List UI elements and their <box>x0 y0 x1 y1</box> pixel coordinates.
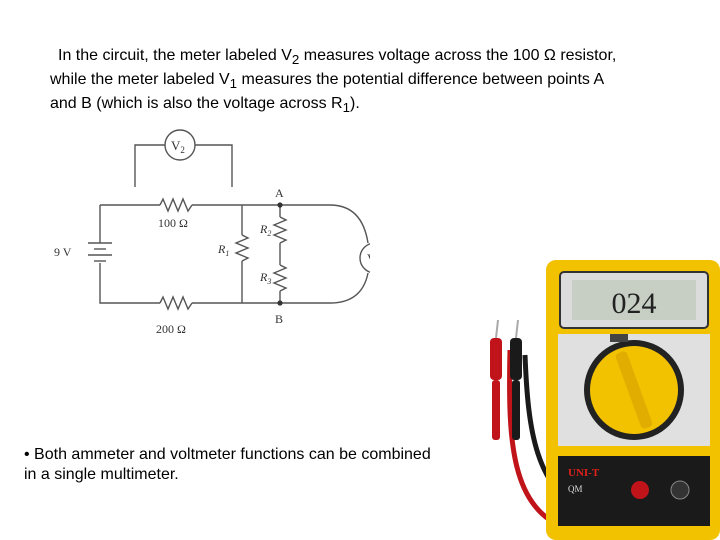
power-switch[interactable] <box>610 334 628 342</box>
bullet-multimeter: • Both ammeter and voltmeter functions c… <box>24 445 494 485</box>
intro-text: and B (which is also the voltage across … <box>50 95 343 113</box>
label-r1: R <box>217 242 226 256</box>
intro-line-3: and B (which is also the voltage across … <box>50 94 690 118</box>
knob-pointer <box>615 351 653 429</box>
label-a: A <box>275 186 284 200</box>
lcd-reading: 024 <box>612 287 657 320</box>
intro-text: measures voltage across the 100 Ω resist… <box>299 47 617 64</box>
bullet-icon: • <box>24 446 30 463</box>
svg-text:R1: R1 <box>217 242 229 258</box>
label-100-ohm: 100 Ω <box>158 216 188 230</box>
meter-v2-label: V <box>171 138 181 153</box>
intro-sub: 1 <box>342 100 351 116</box>
intro-text: In the circuit, the meter labeled V <box>58 47 292 64</box>
intro-paragraph: In the circuit, the meter labeled V2 mea… <box>50 46 690 119</box>
bullet-text: in a single multimeter. <box>24 466 179 483</box>
intro-text: ). <box>350 95 360 113</box>
voltmeter-v2 <box>164 129 196 161</box>
black-jack[interactable] <box>670 480 690 500</box>
label-200-ohm: 200 Ω <box>156 322 186 336</box>
label-9v: 9 V <box>54 245 72 259</box>
intro-sub: 2 <box>291 52 300 68</box>
intro-line-1: In the circuit, the meter labeled V2 mea… <box>50 46 690 70</box>
brand-label: UNI-T <box>568 467 600 479</box>
label-r2-sub: 2 <box>267 229 271 238</box>
meter-v2-sub: 2 <box>180 145 185 155</box>
bullet-text: Both ammeter and voltmeter functions can… <box>29 446 431 463</box>
label-r3-sub: 3 <box>266 277 271 286</box>
svg-text:R2: R2 <box>259 222 271 238</box>
intro-line-2: while the meter labeled V1 measures the … <box>50 70 690 94</box>
svg-text:V2: V2 <box>171 138 185 155</box>
intro-text: while the meter labeled V <box>50 71 230 89</box>
label-r2: R <box>259 222 268 236</box>
multimeter-photo: 024 UNI-T QM <box>490 260 720 540</box>
svg-text:V1: V1 <box>367 251 370 268</box>
label-r3: R <box>259 270 268 284</box>
intro-text: measures the potential difference betwee… <box>237 71 605 89</box>
node-a <box>277 202 283 208</box>
circuit-diagram: V2 V1 A B 100 Ω 200 Ω 9 V R1 R2 R3 <box>54 129 370 336</box>
model-label: QM <box>568 484 583 494</box>
voltmeter-v1 <box>359 243 370 273</box>
svg-text:R3: R3 <box>259 270 271 286</box>
red-jack[interactable] <box>631 481 649 499</box>
intro-sub: 1 <box>229 76 238 92</box>
lcd-screen <box>572 280 696 320</box>
label-b: B <box>275 312 283 326</box>
node-b <box>277 300 283 306</box>
label-r1-sub: 1 <box>225 249 229 258</box>
meter-v1-label: V <box>367 251 370 266</box>
